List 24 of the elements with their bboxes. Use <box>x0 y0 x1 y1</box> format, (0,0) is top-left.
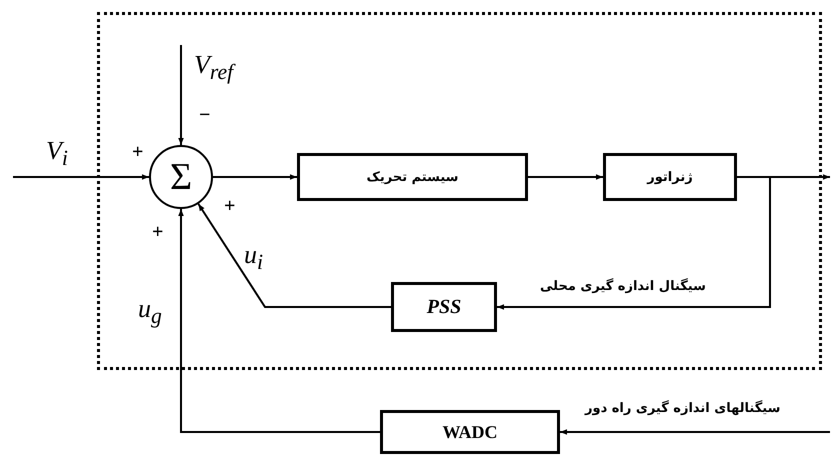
process-box: WADC <box>380 410 560 454</box>
summing-junction: Σ <box>149 145 213 209</box>
edge-label: V$_{i}$ <box>46 138 68 170</box>
arrow <box>178 45 184 145</box>
arrow <box>528 174 603 180</box>
edge-label: u$_{i}$ <box>244 242 264 274</box>
arrow <box>560 429 830 435</box>
edge-label: V$_{ref}$ <box>194 52 234 84</box>
process-box: سیستم تحریک <box>297 153 528 201</box>
arrow <box>198 203 391 308</box>
edge-label: سیگنال اندازه گیری محلی <box>540 280 706 293</box>
sign-label: − <box>199 105 210 125</box>
process-box: ژنراتور <box>603 153 737 201</box>
edge-label: سیگنالهای اندازه گیری راه دور <box>585 402 780 415</box>
edge-label: u$_{g}$ <box>138 296 162 328</box>
sign-label: + <box>152 222 164 242</box>
arrow <box>178 209 380 433</box>
arrow <box>13 174 149 180</box>
process-box: PSS <box>391 282 497 332</box>
arrow <box>497 176 771 310</box>
arrow <box>213 174 297 180</box>
sign-label: + <box>224 196 236 216</box>
boundary-box <box>97 12 822 370</box>
sign-label: + <box>132 142 144 162</box>
